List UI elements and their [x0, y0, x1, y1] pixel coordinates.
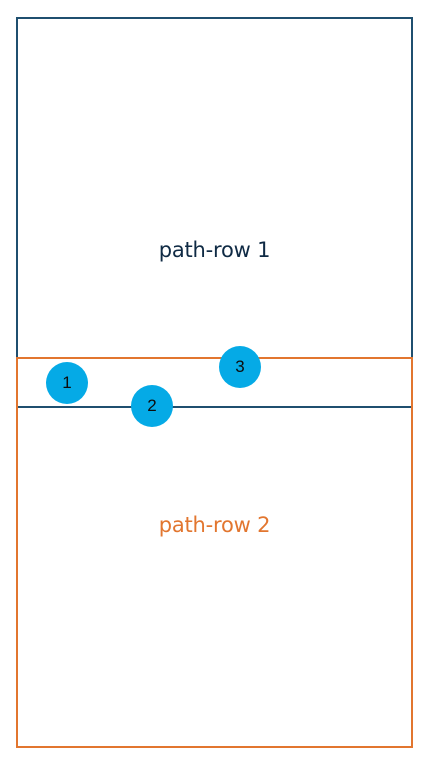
path-row-2-label: path-row 2	[158, 513, 271, 537]
marker-1: 1	[46, 362, 88, 404]
path-row-1-box	[16, 17, 413, 408]
path-row-2-box	[16, 357, 413, 748]
marker-2: 2	[131, 385, 173, 427]
path-row-1-label: path-row 1	[158, 238, 271, 262]
marker-3: 3	[219, 346, 261, 388]
